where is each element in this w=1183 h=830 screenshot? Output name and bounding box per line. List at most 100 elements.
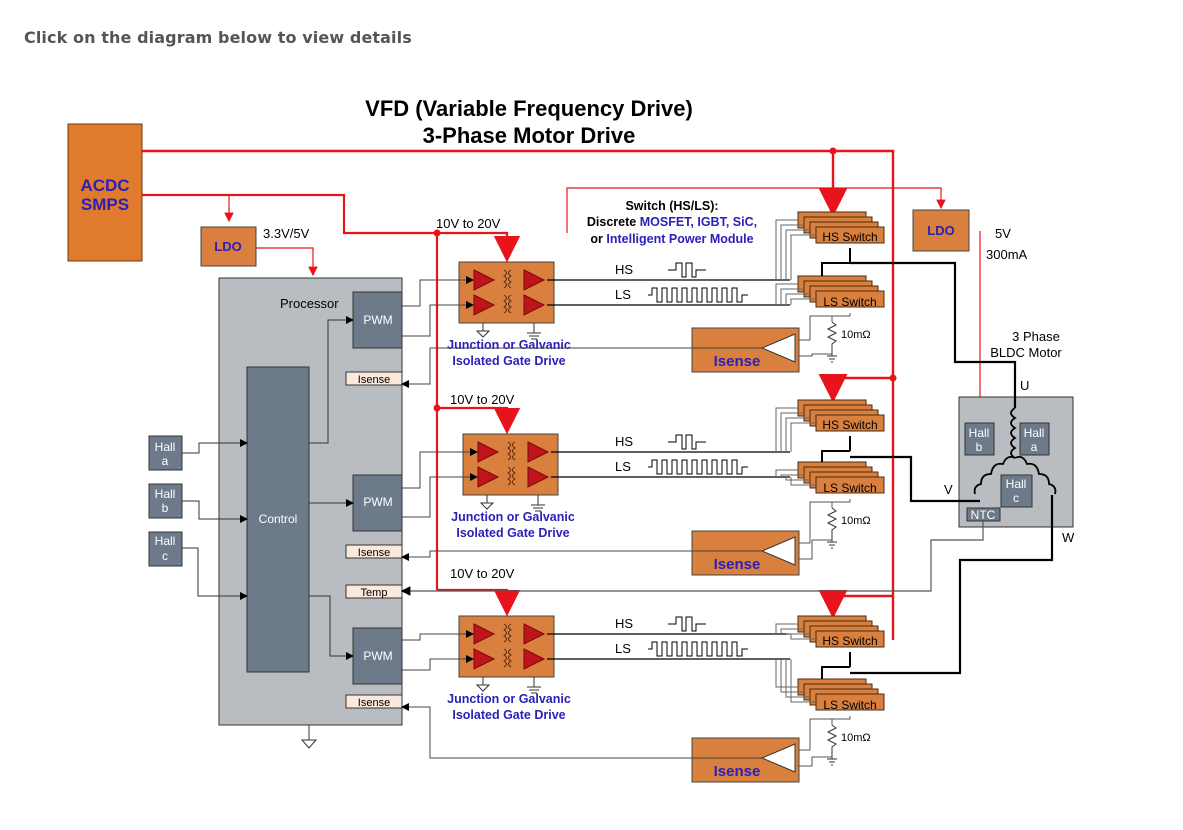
ls-waveform-icon-2	[648, 459, 748, 475]
ls-signal-label-2: LS	[615, 459, 631, 474]
motor-label-line1: 3 Phase	[1012, 329, 1060, 344]
pwm-block-2[interactable]	[352, 474, 403, 532]
hs-switch-1[interactable]: HS Switch	[797, 211, 885, 244]
gate-driver-2[interactable]	[462, 433, 559, 496]
pwm-label-2: PWM	[363, 495, 392, 509]
temp-tag-label: Temp	[361, 587, 388, 599]
shunt-label-2: 10mΩ	[841, 515, 871, 527]
control-label: Control	[259, 512, 298, 526]
hall-sensor-b[interactable]: Hall b	[148, 483, 183, 519]
instruction-text: Click on the diagram below to view detai…	[24, 28, 412, 47]
gate-drive-caption-3-line1: Junction or Galvanic	[447, 692, 571, 706]
motor-hall-a-l2: a	[1031, 440, 1038, 454]
isense-tag-1[interactable]	[345, 371, 403, 386]
gate-driver-3[interactable]	[458, 615, 555, 678]
gate-drive-caption-2-line1: Junction or Galvanic	[451, 510, 575, 524]
isense-tag-1-label: Isense	[358, 374, 390, 386]
gate-drive-caption-2-line2: Isolated Gate Drive	[456, 526, 569, 540]
pwm-label-3: PWM	[363, 649, 392, 663]
hs-switch-3[interactable]: HS Switch	[797, 615, 885, 648]
acdc-label-line2: SMPS	[81, 195, 129, 214]
ldo-left-output-label: 3.3V/5V	[263, 226, 310, 241]
isense-block-2[interactable]: Isense	[691, 530, 800, 576]
shunt-label-1: 10mΩ	[841, 329, 871, 341]
gate-driver-1[interactable]	[458, 261, 555, 324]
motor-hall-c	[1000, 474, 1033, 508]
phase-w-label: W	[1062, 530, 1075, 545]
isense-block-3[interactable]: Isense	[691, 737, 800, 783]
ls-signal-label-1: LS	[615, 287, 631, 302]
motor-label-line2: BLDC Motor	[990, 345, 1062, 360]
pwm-block-1[interactable]	[352, 291, 403, 349]
hall-sensor-a[interactable]: Hall a	[148, 435, 183, 471]
ls-waveform-icon-1	[648, 287, 748, 303]
ls-signal-label-3: LS	[615, 641, 631, 656]
isense-tag-3-label: Isense	[358, 697, 390, 709]
hs-signal-label-3: HS	[615, 616, 633, 631]
hall-b-label1: Hall	[155, 487, 176, 501]
processor-block[interactable]: Processor Control PWM PWM PWM Isense Ise…	[218, 277, 403, 726]
motor-hall-c-l1: Hall	[1006, 477, 1027, 491]
hall-a-label2: a	[162, 454, 169, 468]
gate-drive-caption-1-line1: Junction or Galvanic	[447, 338, 571, 352]
hall-wires	[182, 439, 248, 600]
ldo-left-block[interactable]: LDO	[200, 226, 257, 267]
hall-sensor-c[interactable]: Hall c	[148, 531, 183, 567]
ldo-right-block[interactable]: LDO	[912, 209, 970, 252]
ntc-label: NTC	[971, 508, 996, 522]
phase-u-label: U	[1020, 378, 1029, 393]
acdc-label-line1: ACDC	[80, 176, 129, 195]
motor-hall-a-l1: Hall	[1024, 426, 1045, 440]
pwm-block-3[interactable]	[352, 627, 403, 685]
switch-note-line2: Discrete MOSFET, IGBT, SiC,	[587, 215, 757, 229]
acdc-smps-block[interactable]: ACDC SMPS	[67, 123, 143, 262]
ls-switch-2[interactable]: LS Switch	[797, 461, 885, 495]
processor-label: Processor	[280, 296, 339, 311]
ls-switch-1[interactable]: LS Switch	[797, 275, 885, 309]
gate-supply-label-2: 10V to 20V	[450, 392, 515, 407]
switch-note-line3: or Intelligent Power Module	[590, 232, 753, 246]
ls-switch-label-2: LS Switch	[823, 481, 876, 495]
isense-block-label-1: Isense	[714, 353, 761, 370]
isense-tag-2-label: Isense	[358, 547, 390, 559]
control-block[interactable]	[246, 366, 310, 673]
isense-tag-3[interactable]	[345, 694, 403, 709]
motor-hall-b	[964, 422, 995, 456]
hs-signal-label-2: HS	[615, 434, 633, 449]
hall-c-label2: c	[162, 549, 168, 563]
ldo-right-current: 300mA	[986, 247, 1028, 262]
hs-switch-label-1: HS Switch	[822, 230, 877, 244]
hs-signal-label-1: HS	[615, 262, 633, 277]
hall-b-label2: b	[162, 501, 169, 515]
diagram-title-line2: 3-Phase Motor Drive	[423, 123, 636, 148]
ldo-right-voltage: 5V	[995, 226, 1011, 241]
bldc-motor[interactable]: Hall b Hall a Hall c NTC	[958, 396, 1074, 528]
ntc-wire	[400, 521, 984, 596]
diagram-title-line1: VFD (Variable Frequency Drive)	[365, 96, 693, 121]
isense-block-1[interactable]: Isense	[691, 327, 800, 373]
hs-switch-label-3: HS Switch	[822, 634, 877, 648]
gate-drive-caption-1-line2: Isolated Gate Drive	[452, 354, 565, 368]
hall-c-label1: Hall	[155, 534, 176, 548]
ls-switch-label-3: LS Switch	[823, 698, 876, 712]
shunt-label-3: 10mΩ	[841, 732, 871, 744]
hs-waveform-icon-3	[668, 616, 706, 632]
gate-supply-label-1: 10V to 20V	[436, 216, 501, 231]
switch-note-line1: Switch (HS/LS):	[625, 199, 718, 213]
hs-switch-label-2: HS Switch	[822, 418, 877, 432]
motor-hall-c-l2: c	[1013, 491, 1019, 505]
hall-a-label1: Hall	[155, 440, 176, 454]
ls-waveform-icon-3	[648, 641, 748, 657]
hs-waveform-icon-1	[668, 262, 706, 278]
motor-hall-b-l1: Hall	[969, 426, 990, 440]
ls-switch-3[interactable]: LS Switch	[797, 678, 885, 712]
gate-supply-label-3: 10V to 20V	[450, 566, 515, 581]
hs-switch-2[interactable]: HS Switch	[797, 399, 885, 432]
isense-tag-2[interactable]	[345, 544, 403, 559]
ldo-right-label: LDO	[927, 223, 954, 238]
phase-v-label: V	[944, 482, 953, 497]
